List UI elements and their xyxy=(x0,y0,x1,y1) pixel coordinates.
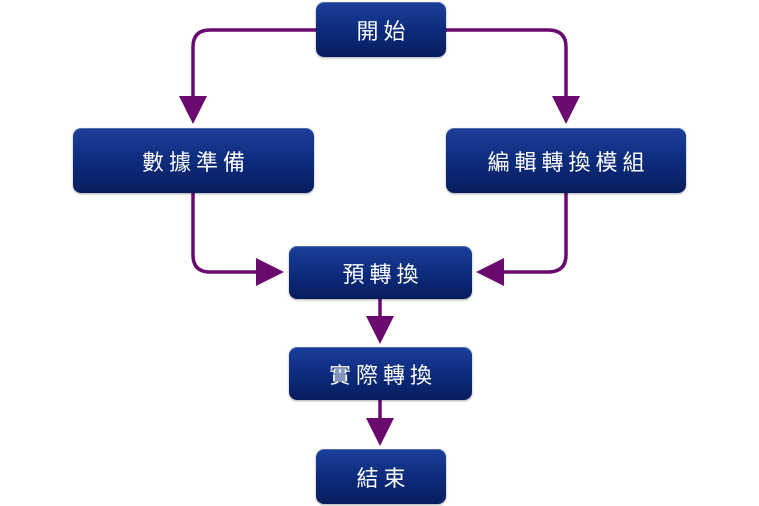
edit-module-label: 編輯轉換模組 xyxy=(487,150,650,176)
data-prep-node: 數據準備 xyxy=(73,128,314,193)
pre-convert-node: 預轉換 xyxy=(289,246,472,299)
edit-module-node: 編輯轉換模組 xyxy=(446,128,686,193)
arrow-start-to-data-prep xyxy=(179,28,316,124)
arrow-edit-module-to-pre-convert xyxy=(476,193,568,286)
pre-convert-label: 預轉換 xyxy=(342,262,424,288)
end-label: 結束 xyxy=(356,466,411,492)
arrow-data-prep-to-pre-convert xyxy=(191,193,284,286)
start-node: 開始 xyxy=(316,2,446,57)
start-label: 開始 xyxy=(356,19,411,45)
data-prep-label: 數據準備 xyxy=(141,150,250,176)
actual-convert-node: 實際轉換 xyxy=(289,347,472,400)
end-node: 結束 xyxy=(316,449,446,504)
actual-convert-label: 實際轉換 xyxy=(328,363,437,389)
arrow-start-to-edit-module xyxy=(446,28,580,124)
